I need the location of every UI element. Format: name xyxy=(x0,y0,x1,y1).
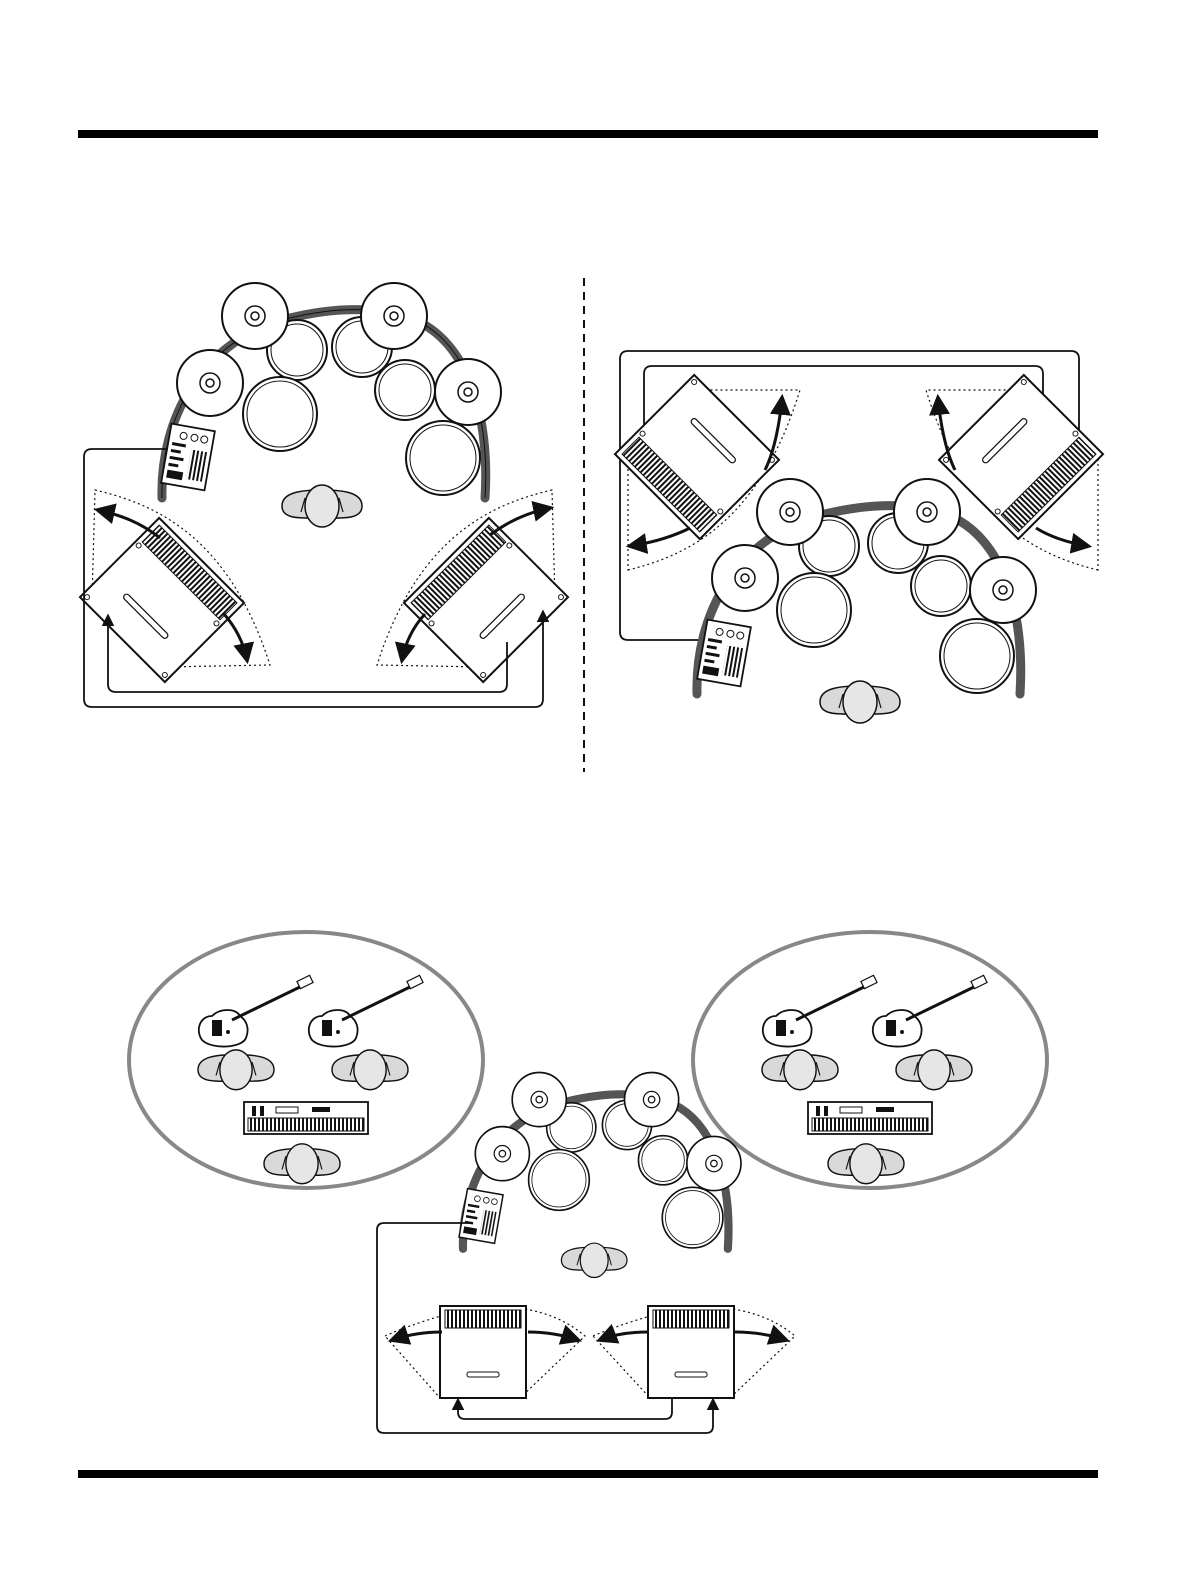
amplifier-icon xyxy=(440,1306,526,1398)
cable-icon xyxy=(458,1398,672,1419)
snare-icon xyxy=(243,377,317,451)
dispersion-arrow-icon xyxy=(735,1332,786,1340)
amplifier-icon xyxy=(80,518,244,682)
cymbal-icon xyxy=(712,545,778,611)
keyboard-icon xyxy=(808,1102,932,1134)
setup-amps-behind-drummer xyxy=(80,283,568,707)
setup-band-with-two-amps xyxy=(129,932,1047,1433)
tom-icon xyxy=(375,360,435,420)
cymbal-icon xyxy=(757,479,823,545)
cymbal-icon xyxy=(435,359,501,425)
keyboard-icon xyxy=(244,1102,368,1134)
player-icon xyxy=(282,485,362,527)
amplifier-icon xyxy=(615,375,779,539)
amplifier-icon xyxy=(648,1306,734,1398)
snare-icon xyxy=(777,573,851,647)
setup-amps-in-front-of-drummer xyxy=(615,351,1103,723)
player-icon xyxy=(820,681,900,723)
dispersion-arrow-icon xyxy=(630,528,690,546)
drum-kit-icon xyxy=(459,1073,741,1278)
dispersion-arrow-icon xyxy=(600,1332,648,1340)
drum-module-icon xyxy=(697,620,751,687)
dispersion-arrow-icon xyxy=(528,1332,578,1340)
dispersion-arrow-icon xyxy=(224,614,247,660)
dispersion-arrow-icon xyxy=(1036,528,1088,546)
dispersion-arrow-icon xyxy=(392,1332,442,1340)
cymbal-icon xyxy=(222,283,288,349)
cymbal-icon xyxy=(894,479,960,545)
tom-icon xyxy=(911,556,971,616)
floor-tom-icon xyxy=(940,619,1014,693)
cymbal-icon xyxy=(361,283,427,349)
floor-tom-icon xyxy=(406,421,480,495)
cymbal-icon xyxy=(970,557,1036,623)
drum-module-icon xyxy=(161,424,215,491)
cymbal-icon xyxy=(177,350,243,416)
